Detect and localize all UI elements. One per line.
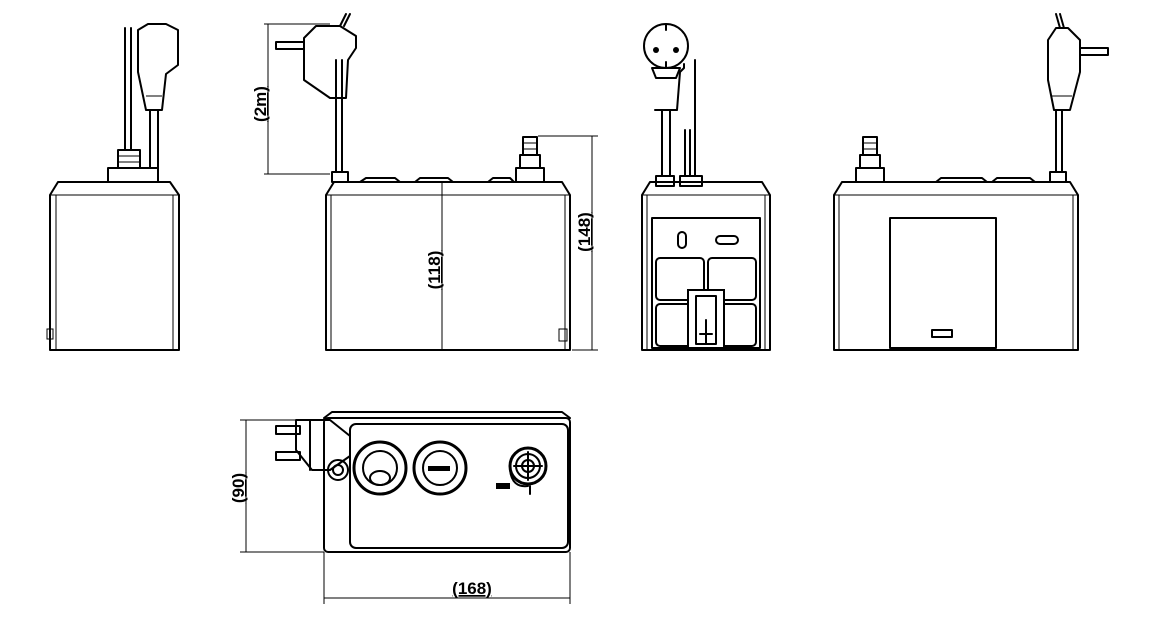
dimension-body-height: (118)	[425, 251, 444, 290]
front-view	[264, 13, 598, 351]
side-view-left	[46, 23, 180, 351]
dimension-total-height: (148)	[575, 212, 594, 252]
dimension-width: (168)	[452, 579, 492, 598]
side-view-right	[833, 13, 1109, 351]
dimension-depth: (90)	[229, 473, 248, 503]
dimension-cable-length: (2m)	[251, 86, 270, 122]
rear-view	[641, 23, 771, 351]
top-view	[240, 411, 571, 604]
